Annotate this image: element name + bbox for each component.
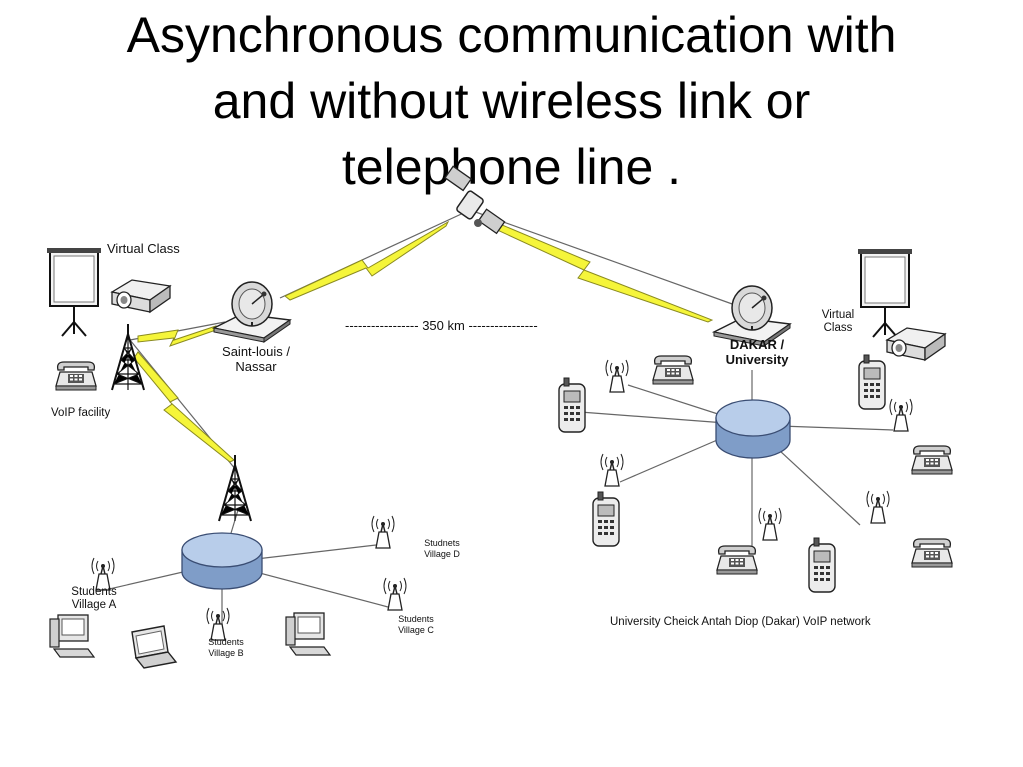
- network-hub-icon: [181, 532, 263, 590]
- village-a-label: Students Village A: [57, 586, 131, 612]
- slide-title: Asynchronous communication with and with…: [0, 2, 1023, 200]
- title-line-2: and without wireless link or: [212, 73, 811, 129]
- village-c-label: Students Village C: [390, 614, 442, 636]
- mobile-phone-icon: [808, 537, 836, 593]
- network-hub-icon: [715, 399, 791, 459]
- wireless-antenna-icon: [889, 398, 913, 432]
- village-d-line2: Village D: [424, 549, 460, 559]
- virtual-class-right-label: Virtual Class: [812, 309, 864, 335]
- laptop-icon: [131, 625, 177, 669]
- projection-screen-icon: [46, 247, 102, 337]
- village-a-line1: Students: [71, 586, 117, 598]
- village-b-label: Students Village B: [203, 637, 249, 659]
- wireless-antenna-icon: [383, 577, 407, 611]
- wireless-antenna-icon: [758, 507, 782, 541]
- desk-phone-icon: [911, 538, 953, 568]
- village-d-label: Studnets Village D: [416, 538, 468, 560]
- dakar-university-label: DAKAR / University: [712, 337, 802, 367]
- wireless-antenna-icon: [605, 359, 629, 393]
- virtual-class-right-line1: Virtual: [821, 309, 855, 321]
- wireless-link-bolt: [133, 351, 235, 463]
- desktop-computer-icon: [285, 612, 331, 656]
- wireless-antenna-icon: [206, 607, 230, 641]
- wireless-link-bolt: [492, 221, 714, 323]
- mobile-phone-icon: [592, 491, 620, 547]
- projector-icon: [111, 279, 171, 313]
- virtual-class-right-line2: Class: [823, 322, 853, 334]
- village-b-line1: Students: [208, 637, 244, 647]
- mobile-phone-icon: [558, 377, 586, 433]
- village-c-line2: Village C: [398, 625, 434, 635]
- saint-louis-label: Saint-louis / Nassar: [218, 344, 294, 374]
- village-b-line2: Village B: [208, 648, 244, 658]
- wireless-antenna-icon: [866, 490, 890, 524]
- mobile-phone-icon: [858, 354, 886, 410]
- title-line-3: telephone line .: [341, 139, 682, 195]
- saint-louis-label-line2: Nassar: [235, 359, 277, 374]
- distance-label: ----------------- 350 km ---------------…: [345, 318, 538, 333]
- voip-facility-label: VoIP facility: [51, 407, 111, 419]
- desk-phone-icon: [55, 361, 97, 391]
- wireless-link-bolt: [137, 325, 217, 347]
- satellite-dish-icon: [213, 281, 291, 343]
- dakar-label-line2: University: [725, 352, 789, 367]
- saint-louis-label-line1: Saint-louis /: [222, 344, 290, 359]
- projector-icon: [886, 327, 946, 361]
- village-a-line2: Village A: [71, 599, 117, 611]
- wireless-antenna-icon: [600, 453, 624, 487]
- desktop-computer-icon: [49, 614, 95, 658]
- satellite-icon: [444, 165, 506, 235]
- radio-tower-icon: [218, 454, 252, 522]
- projection-screen-icon: [857, 248, 913, 338]
- wireless-antenna-icon: [371, 515, 395, 549]
- desk-phone-icon: [652, 355, 694, 385]
- desk-phone-icon: [716, 545, 758, 575]
- virtual-class-left-label: Virtual Class: [107, 241, 180, 256]
- university-network-label: University Cheick Antah Diop (Dakar) VoI…: [610, 616, 871, 628]
- village-c-line1: Students: [398, 614, 434, 624]
- desk-phone-icon: [911, 445, 953, 475]
- title-line-1: Asynchronous communication with: [126, 7, 897, 63]
- dakar-label-line1: DAKAR /: [729, 337, 785, 352]
- village-d-line1: Studnets: [424, 538, 460, 548]
- wireless-link-bolt: [284, 220, 450, 301]
